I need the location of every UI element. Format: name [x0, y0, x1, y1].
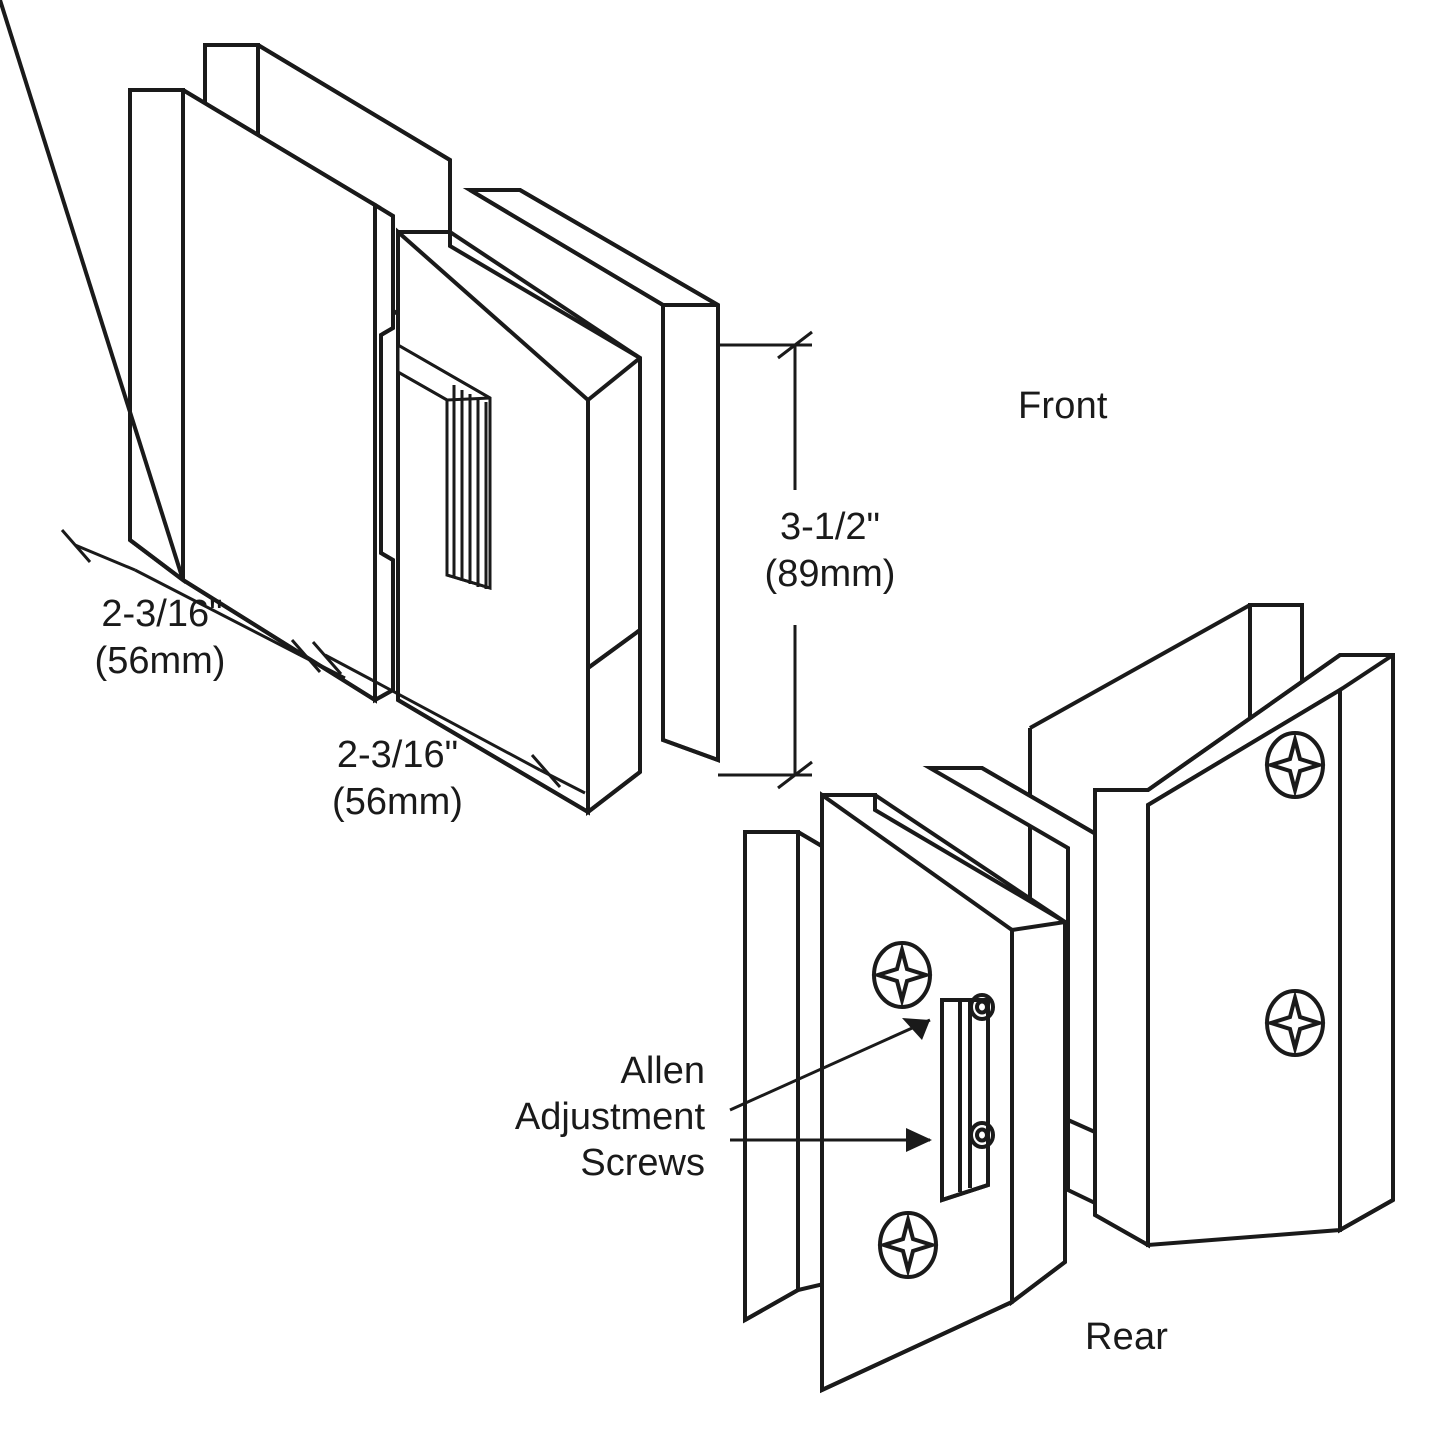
front-view-group	[0, 0, 720, 817]
dimension-right-plate-imperial: 2-3/16"	[336, 734, 459, 776]
callout-leaders	[729, 1018, 932, 1152]
callout-allen-line-3: Screws	[580, 1142, 705, 1184]
allen-screw-upper	[969, 993, 995, 1021]
dimension-right-plate-metric: (56mm)	[332, 781, 463, 823]
front-hinge-knuckle-left	[373, 201, 395, 704]
rear-screw-top-left	[871, 941, 933, 1009]
rear-leaf-notch	[1067, 1118, 1097, 1215]
dimension-left-plate-metric: (56mm)	[94, 640, 226, 682]
dim-height	[718, 330, 813, 790]
front-hinge-barrel-detail	[396, 342, 492, 591]
allen-screw-lower	[969, 1121, 995, 1149]
front-right-glass-rear	[462, 188, 720, 763]
dimension-left-plate-imperial: 2-3/16"	[101, 593, 223, 635]
rear-hinge-plate-left	[820, 791, 1067, 1394]
rear-view-group	[743, 603, 1395, 1394]
dimension-height-imperial: 3-1/2"	[779, 506, 881, 548]
rear-hinge-knuckle	[940, 998, 990, 1203]
view-label-rear: Rear	[1085, 1316, 1169, 1358]
dimension-height-metric: (89mm)	[764, 553, 896, 595]
view-label-front: Front	[1018, 385, 1108, 427]
rear-right-glass	[1093, 653, 1395, 1249]
dim-right-plate-width	[311, 641, 586, 795]
rear-screw-bottom-right	[1264, 989, 1326, 1057]
front-dimension-lines	[60, 330, 813, 795]
rear-screw-bottom-left	[877, 1211, 939, 1279]
callout-allen-line-2: Adjustment	[514, 1096, 705, 1138]
dim-left-plate-width	[60, 529, 346, 680]
front-right-glass	[586, 358, 642, 817]
callout-allen-line-1: Allen	[620, 1050, 706, 1092]
rear-screw-top-right	[1264, 731, 1326, 799]
